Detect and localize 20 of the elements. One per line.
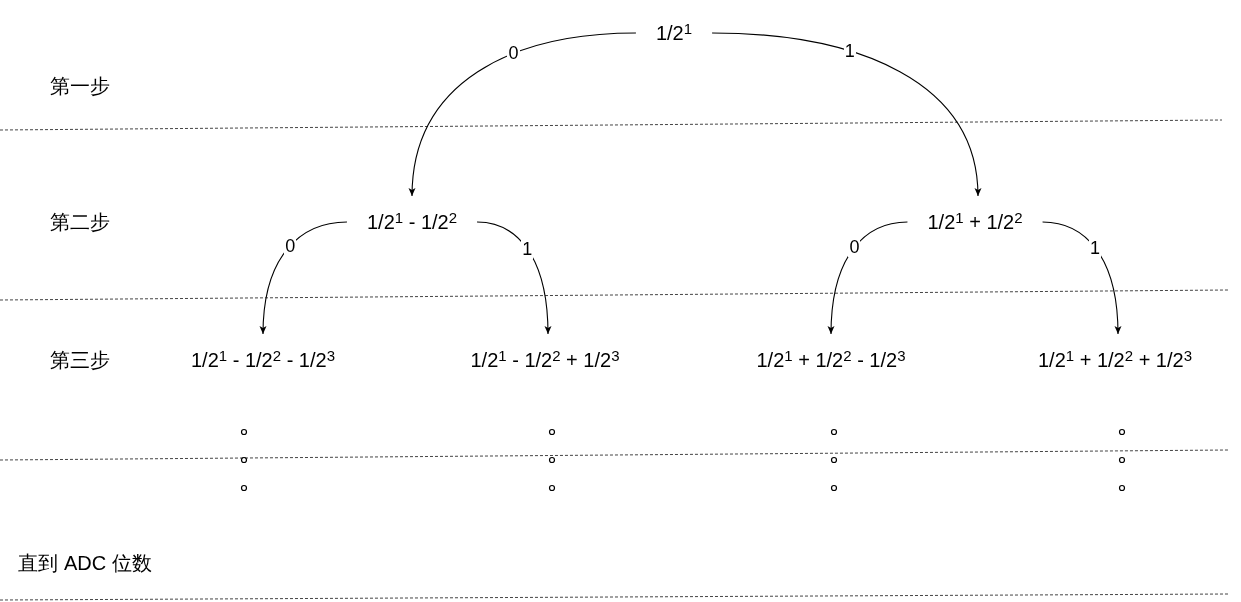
step-label: 第一步 xyxy=(50,73,110,99)
arrow xyxy=(409,32,637,197)
step-label: 第三步 xyxy=(50,347,110,373)
arrow xyxy=(1042,221,1122,335)
edge-label: 1 xyxy=(1089,237,1102,258)
expression-text: 1/2$^{1}$ + 1/2$^{2}$ - 1/2$^{3}$ xyxy=(736,336,926,384)
arrow xyxy=(827,221,908,335)
expression-text: 1/2$^{1}$ - 1/2$^{2}$ + 1/2$^{3}$ xyxy=(450,336,640,384)
edge-label: 1 xyxy=(521,238,534,259)
expression-text: 1/2$^{1}$ + 1/2$^{2}$ xyxy=(907,198,1043,246)
expression-text: 1/2$^{1}$ - 1/2$^{2}$ - 1/2$^{3}$ xyxy=(171,336,355,384)
step-label: 直到 ADC 位数 xyxy=(18,550,152,576)
edge-label: 0 xyxy=(848,237,861,258)
expression-text: 1/2$^{1}$ + 1/2$^{2}$ + 1/2$^{3}$ xyxy=(1017,336,1213,384)
expression-text: 1/2$^{1}$ xyxy=(635,9,713,57)
step-label: 第二步 xyxy=(50,209,110,235)
arrow xyxy=(476,221,552,335)
arrow xyxy=(711,32,981,197)
expression-text: 1/2$^{1}$ - 1/2$^{2}$ xyxy=(346,198,478,246)
arrow xyxy=(259,221,348,335)
